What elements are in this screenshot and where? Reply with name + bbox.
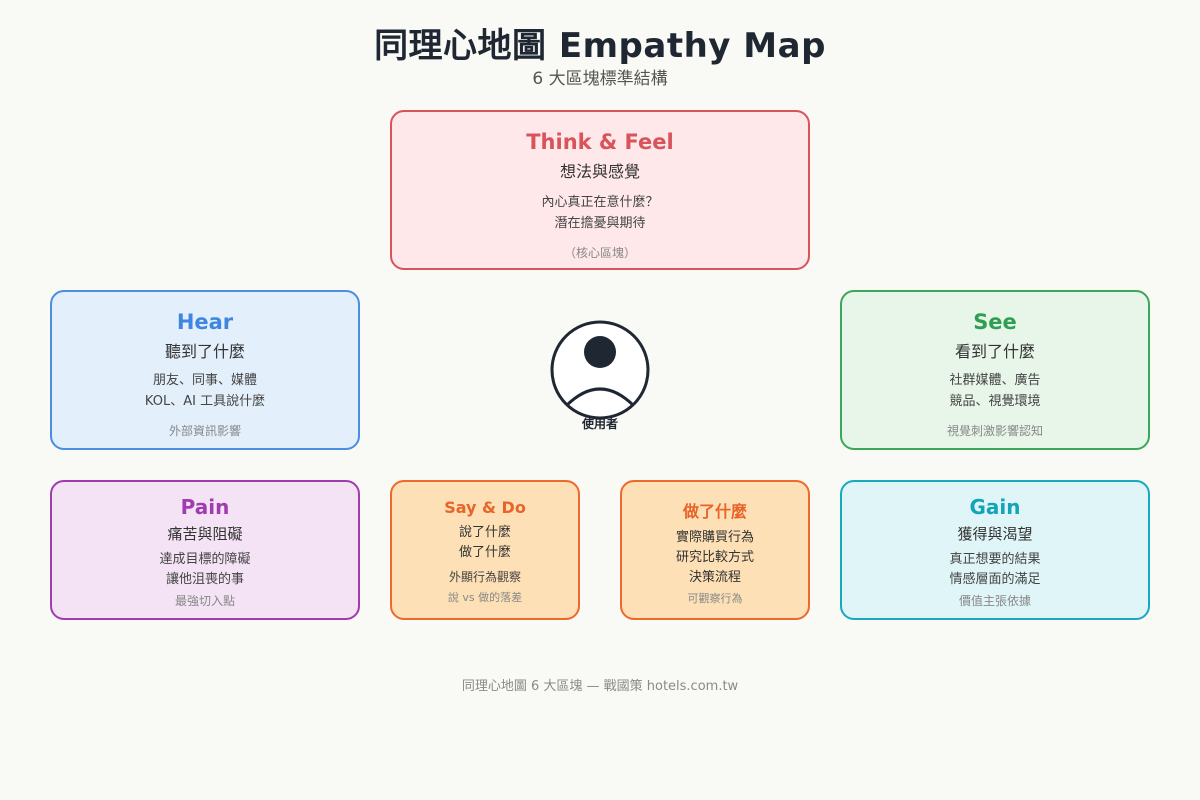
say-do-body: 外顯行為觀察 <box>448 570 521 584</box>
gain-title: Gain <box>969 495 1021 519</box>
think-feel-subtitle: 想法與感覺 <box>559 162 640 181</box>
hear-block: Hear 聽到了什麼 朋友、同事、媒體 KOL、AI 工具說什麼 外部資訊影響 <box>50 290 360 450</box>
footer-text: 同理心地圖 6 大區塊 — 戰國策 hotels.com.tw <box>461 679 739 694</box>
do-lines: 實際購買行為 研究比較方式 決策流程 <box>622 528 808 588</box>
think-feel-note: （核心區塊） <box>563 246 636 260</box>
do-line: 研究比較方式 <box>675 550 754 565</box>
hear-title: Hear <box>176 310 234 334</box>
do-title: 做了什麼 <box>682 502 747 521</box>
see-note: 視覺刺激影響認知 <box>946 424 1043 438</box>
page-subtitle: 6 大區塊標準結構 <box>532 69 668 89</box>
user-icon <box>550 320 650 420</box>
think-feel-line: 內心真正在意什麼？ <box>541 195 659 210</box>
think-feel-line: 潛在擔憂與期待 <box>554 216 646 231</box>
do-block: 做了什麼 實際購買行為 研究比較方式 決策流程 可觀察行為 <box>620 480 810 620</box>
pain-subtitle: 痛苦與阻礙 <box>167 525 243 543</box>
see-title: See <box>973 310 1017 334</box>
see-line: 競品、視覺環境 <box>949 394 1041 409</box>
gain-body: 真正想要的結果 情感層面的滿足 <box>842 550 1148 590</box>
gain-line: 真正想要的結果 <box>949 552 1041 567</box>
think-feel-block: Think & Feel 想法與感覺 內心真正在意什麼？ 潛在擔憂與期待 （核心… <box>390 110 810 270</box>
see-line: 社群媒體、廣告 <box>949 373 1041 388</box>
gain-line: 情感層面的滿足 <box>949 572 1041 587</box>
do-line: 實際購買行為 <box>675 530 754 545</box>
hear-note: 外部資訊影響 <box>168 424 241 438</box>
see-body: 社群媒體、廣告 競品、視覺環境 <box>842 370 1148 412</box>
pain-body: 達成目標的障礙 讓他沮喪的事 <box>52 550 358 590</box>
hear-subtitle: 聽到了什麼 <box>164 342 245 361</box>
think-feel-body: 內心真正在意什麼？ 潛在擔憂與期待 <box>392 192 808 234</box>
see-block: See 看到了什麼 社群媒體、廣告 競品、視覺環境 視覺刺激影響認知 <box>840 290 1150 450</box>
say-do-note: 說 vs 做的落差 <box>447 591 523 604</box>
see-subtitle: 看到了什麼 <box>954 342 1035 361</box>
page-title: 同理心地圖 Empathy Map <box>374 26 826 66</box>
hear-line: KOL、AI 工具說什麼 <box>144 394 266 409</box>
say-do-lines: 說了什麼 做了什麼 <box>392 523 578 563</box>
say-do-line: 做了什麼 <box>458 545 511 560</box>
gain-note: 價值主張依據 <box>958 594 1031 608</box>
think-feel-title: Think & Feel <box>526 130 674 154</box>
pain-block: Pain 痛苦與阻礙 達成目標的障礙 讓他沮喪的事 最強切入點 <box>50 480 360 620</box>
pain-title: Pain <box>180 495 230 519</box>
gain-subtitle: 獲得與渴望 <box>957 525 1033 543</box>
say-do-block: Say & Do 說了什麼 做了什麼 外顯行為觀察 說 vs 做的落差 <box>390 480 580 620</box>
pain-line: 讓他沮喪的事 <box>165 572 244 587</box>
say-do-title: Say & Do <box>444 498 526 517</box>
do-line: 決策流程 <box>688 570 741 585</box>
gain-block: Gain 獲得與渴望 真正想要的結果 情感層面的滿足 價值主張依據 <box>840 480 1150 620</box>
say-do-line: 說了什麼 <box>458 525 511 540</box>
do-note: 可觀察行為 <box>687 592 743 605</box>
user-label: 使用者 <box>581 417 618 431</box>
pain-note: 最強切入點 <box>174 594 235 608</box>
hear-body: 朋友、同事、媒體 KOL、AI 工具說什麼 <box>52 370 358 412</box>
pain-line: 達成目標的障礙 <box>159 552 251 567</box>
hear-line: 朋友、同事、媒體 <box>152 373 257 388</box>
